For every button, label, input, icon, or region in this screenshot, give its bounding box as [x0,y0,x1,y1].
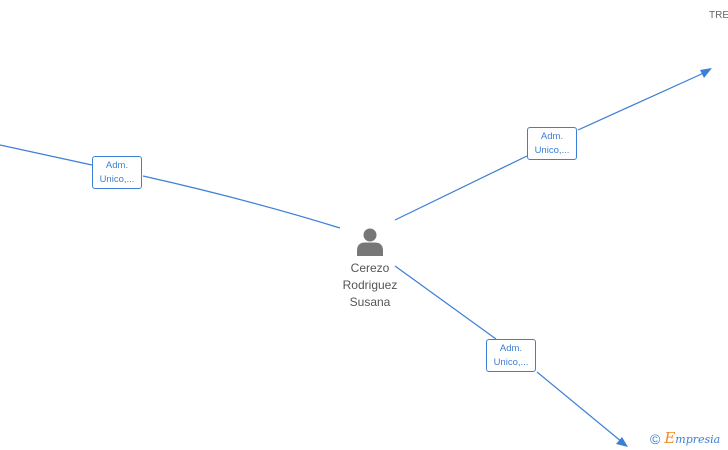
logo-text: mpresia [675,433,721,446]
role-box-left[interactable]: Adm. Unico,... [92,156,142,189]
person-name-line: Susana [349,295,391,309]
person-node[interactable]: Cerezo Rodriguez Susana [330,226,410,311]
person-name-line: Cerezo [350,261,390,275]
edge-top-right-company [394,155,528,221]
logo-initial: E [664,429,676,447]
empresia-brand: © Empresia [650,430,720,448]
arrowhead-top-right [700,68,712,78]
role-line: Unico,... [493,357,529,368]
role-box-top-right[interactable]: Adm. Unico,... [527,127,577,160]
person-name: Cerezo Rodriguez Susana [330,260,410,311]
edge-left-company [0,144,93,166]
empresia-logo: Empresia [664,430,720,448]
role-line: Unico,... [534,145,570,156]
edge-top-right-company [577,71,707,131]
edge-left-company [142,175,341,229]
copyright-icon: © [650,431,661,447]
role-line: Adm. [105,160,129,171]
person-name-line: Rodriguez [342,278,398,292]
person-icon [357,228,383,256]
company-label-top-right[interactable]: TRE [709,10,728,21]
role-line: Adm. [499,343,523,354]
edge-bottom-right-company [536,371,623,443]
role-line: Unico,... [99,174,135,185]
role-box-bottom-right[interactable]: Adm. Unico,... [486,339,536,372]
arrowhead-bottom-right [616,437,628,447]
role-line: Adm. [540,131,564,142]
edge-bottom-right-company [394,265,497,340]
